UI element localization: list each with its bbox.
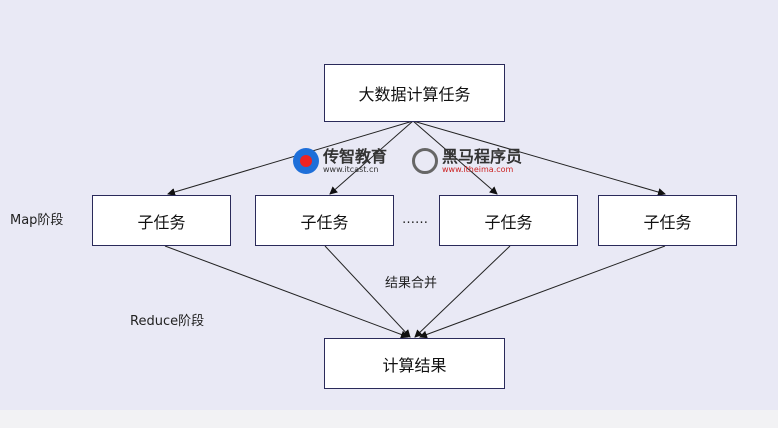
logo-url: www.itcast.cn — [323, 165, 379, 174]
ellipsis: …… — [402, 212, 428, 227]
subtask-box: 子任务 — [598, 195, 737, 246]
subtask-box: 子任务 — [92, 195, 231, 246]
subtask-box: 子任务 — [439, 195, 578, 246]
map-label: Map阶段 — [10, 213, 64, 228]
result-box: 计算结果 — [324, 338, 505, 389]
horse-logo-icon — [412, 148, 438, 174]
merge-label: 结果合并 — [385, 276, 438, 291]
reduce-label: Reduce阶段 — [130, 314, 205, 329]
bottom-strip — [0, 410, 778, 428]
logo-name: 传智教育 — [323, 147, 388, 166]
subtask-box: 子任务 — [255, 195, 394, 246]
logo-name: 黑马程序员 — [442, 147, 523, 166]
top-task-box: 大数据计算任务 — [324, 64, 505, 122]
itcast-logo-icon — [293, 148, 319, 174]
logo-url: www.itheima.com — [442, 165, 514, 174]
